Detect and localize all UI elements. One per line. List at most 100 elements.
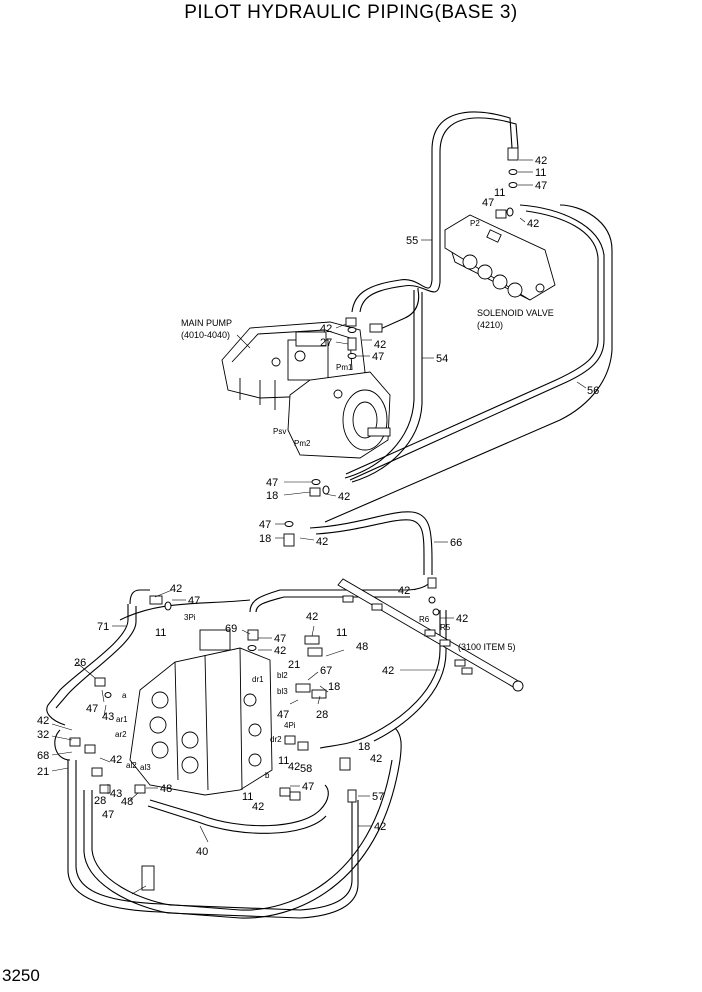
callout-number: 47 [277, 709, 289, 721]
callout-number: 68 [37, 750, 49, 762]
callout-number: 18 [328, 681, 340, 693]
port-dr1: dr1 [252, 675, 264, 684]
callout-number: 42 [370, 753, 382, 765]
callout-group: 42 11 47 11 47 42 55 42 27 42 47 54 56 4… [37, 155, 599, 895]
hose-67 [319, 610, 441, 749]
callout-number: 48 [121, 796, 133, 808]
callout-number: 21 [288, 659, 300, 671]
port-ar1: ar1 [116, 715, 128, 724]
callout-number: 11 [155, 627, 166, 639]
callout-number: 28 [316, 709, 328, 721]
callout-number: 27 [320, 337, 332, 349]
callout-number: 26 [74, 657, 86, 669]
callout-number: 42 [306, 611, 318, 623]
hose-68 [67, 727, 402, 919]
clamp-40 [141, 865, 155, 891]
callout-number: 47 [188, 595, 200, 607]
callout-number: 21 [37, 766, 49, 778]
hose-71 [46, 589, 150, 726]
hose-56 [349, 204, 605, 481]
page-number: 3250 [2, 966, 40, 985]
callout-number: 42 [170, 583, 182, 595]
hose-66 [309, 511, 433, 575]
callout-number: 47 [259, 519, 271, 531]
hose-55 [351, 111, 513, 313]
callout-number: 58 [300, 763, 312, 775]
callout-number: 40 [196, 846, 208, 858]
callout-number: 42 [398, 585, 410, 597]
callout-number: 42 [274, 645, 286, 657]
callout-number: 57 [372, 791, 384, 803]
port-R6: R6 [419, 615, 430, 624]
pilot-pipe-assembly [337, 578, 524, 692]
callout-number: 32 [37, 729, 49, 741]
hose-57 [91, 790, 353, 911]
callout-number: 42 [382, 665, 394, 677]
port-3Pi: 3Pi [184, 613, 196, 622]
callout-number: 11 [242, 791, 253, 803]
callout-number: 42 [374, 821, 386, 833]
callout-number: 67 [320, 665, 332, 677]
callout-number: 47 [372, 351, 384, 363]
callout-number: 42 [110, 754, 122, 766]
callout-number: 42 [456, 613, 468, 625]
callout-number: 42 [252, 801, 264, 813]
port-dr2: dr2 [270, 735, 282, 744]
callout-number: 47 [266, 477, 278, 489]
callout-number: 42 [316, 536, 328, 548]
callout-number: 11 [336, 627, 347, 639]
callout-number: 11 [535, 167, 546, 179]
callout-number: 47 [86, 703, 98, 715]
port-ar2: ar2 [115, 730, 127, 739]
callout-number: 43 [110, 788, 122, 800]
callout-number: 56 [587, 385, 599, 397]
callout-number: 11 [278, 755, 289, 767]
main-pump-label-2: (4010-4040) [181, 330, 230, 340]
callout-number: 42 [338, 491, 350, 503]
callout-number: 18 [266, 490, 278, 502]
port-Pm2: Pm2 [294, 439, 311, 448]
item-ref-label: (3100 ITEM 5) [458, 642, 516, 652]
callout-number: 66 [450, 537, 462, 549]
port-Pm1: Pm1 [336, 363, 353, 372]
callout-number: 55 [406, 235, 418, 247]
solenoid-valve-label-1: SOLENOID VALVE [477, 308, 554, 318]
callout-number: 47 [535, 180, 547, 192]
port-al2: al2 [126, 761, 137, 770]
port-Psv: Psv [273, 427, 286, 436]
callout-number: 47 [302, 781, 314, 793]
main-control-valve [129, 629, 273, 796]
port-a-1: a [122, 691, 127, 700]
callout-number: 47 [102, 809, 114, 821]
callout-number: 47 [482, 197, 494, 209]
port-R5: R5 [440, 623, 451, 632]
callout-number: 11 [494, 187, 505, 199]
solenoid-valve-label-2: (4210) [477, 320, 503, 330]
callout-number: 28 [94, 795, 106, 807]
callout-number: 18 [358, 741, 370, 753]
hose-69 [249, 579, 433, 613]
callout-number: 42 [527, 218, 539, 230]
callout-number: 42 [374, 339, 386, 351]
solenoid-valve [444, 214, 556, 301]
callout-number: 54 [436, 353, 448, 365]
callout-number: 18 [259, 533, 271, 545]
callout-number: 42 [320, 323, 332, 335]
callout-number: 42 [535, 155, 547, 167]
callout-number: 69 [225, 623, 237, 635]
fittings [69, 147, 519, 803]
port-P2: P2 [470, 219, 480, 228]
callout-number: 47 [274, 633, 286, 645]
port-bl3: bl3 [277, 687, 288, 696]
main-pump-label-1: MAIN PUMP [181, 318, 232, 328]
callout-number: 42 [37, 715, 49, 727]
main-pump [221, 321, 391, 459]
callout-number: 71 [97, 621, 109, 633]
callout-number: 42 [288, 761, 300, 773]
port-al3: al3 [140, 763, 151, 772]
port-4Pi: 4Pi [284, 721, 296, 730]
port-b: b [265, 771, 270, 780]
port-bl2: bl2 [277, 671, 288, 680]
hose-58 [149, 784, 329, 827]
